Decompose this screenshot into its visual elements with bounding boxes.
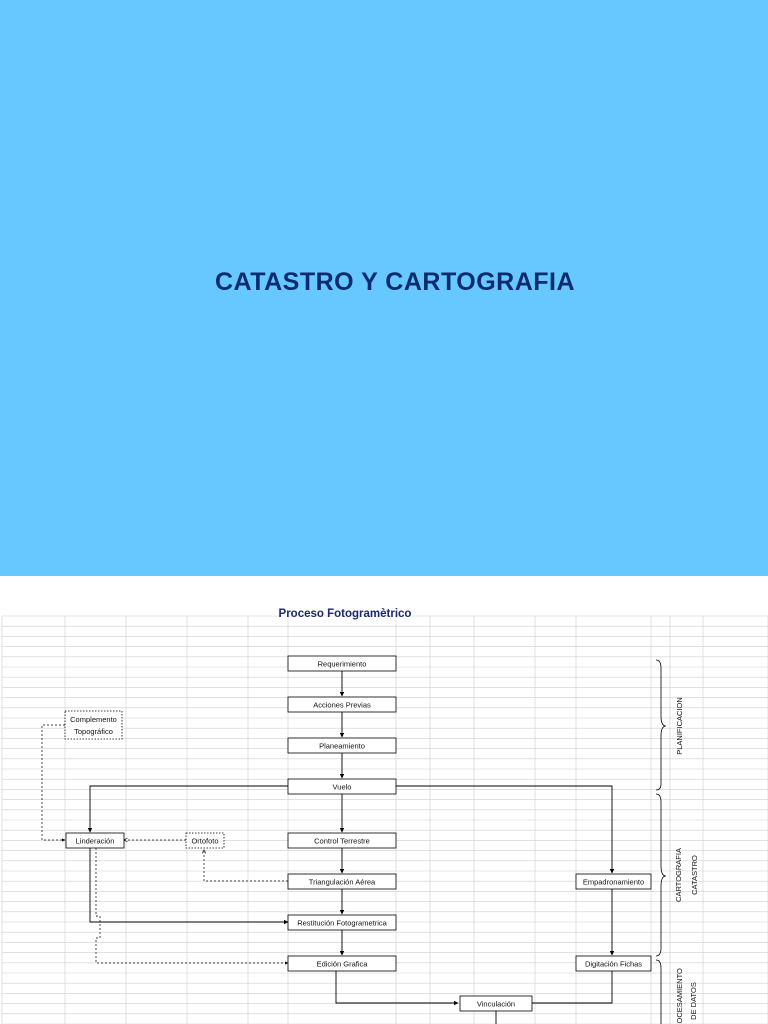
- phase-planificacion: PLANIFICACION: [675, 697, 684, 755]
- phase-braces: [655, 659, 667, 1024]
- node-empadronamiento-label: Empadronamiento: [583, 878, 644, 887]
- node-acciones-previas-label: Acciones Previas: [313, 701, 371, 710]
- node-ortofoto-label: Ortofoto: [191, 837, 218, 846]
- spreadsheet-grid: [1, 615, 768, 1024]
- node-triangulacion-aerea-label: Triangulación Aérea: [309, 878, 376, 887]
- node-planeamiento-label: Planeamiento: [319, 742, 365, 751]
- node-vuelo: Vuelo: [287, 778, 397, 795]
- node-vinculacion: Vinculación: [459, 995, 533, 1012]
- phase-de-datos: DE DATOS: [689, 982, 698, 1020]
- edge-linder-restit: [89, 848, 289, 925]
- node-linderacion-label: Linderación: [76, 837, 115, 846]
- diagram-slide: Requerimiento Acciones Previas Planeamie…: [0, 576, 768, 1024]
- edge-vuelo-linderacion: [87, 785, 288, 833]
- edge-triang-ortofoto: [204, 850, 288, 882]
- edge-linder-edicion: [95, 848, 289, 965]
- node-control-terrestre-label: Control Terrestre: [314, 837, 370, 846]
- diagram-title: Proceso Fotogramètrico: [278, 608, 412, 620]
- node-triangulacion-aerea: Triangulación Aérea: [287, 873, 397, 890]
- dotted-connectors: [41, 724, 289, 965]
- brace-planificacion: [655, 659, 667, 791]
- brace-procesamiento: [655, 959, 662, 1024]
- node-complemento-topografico: Complemento Topográfico: [64, 710, 123, 740]
- edge-digit-vinc: [519, 971, 613, 1006]
- edge-edicion-vinc: [335, 971, 459, 1006]
- node-vinculacion-label: Vinculación: [477, 1000, 515, 1009]
- process-diagram: Requerimiento Acciones Previas Planeamie…: [1, 615, 768, 1024]
- node-requerimiento-label: Requerimiento: [318, 660, 367, 669]
- connectors: [87, 671, 615, 1024]
- phase-catastro: CATASTRO: [690, 855, 699, 895]
- node-edicion-grafica-label: Edición Grafica: [317, 960, 369, 969]
- node-restitucion-label: Restitución Fotogrametrica: [297, 919, 387, 928]
- node-control-terrestre: Control Terrestre: [287, 832, 397, 849]
- node-acciones-previas: Acciones Previas: [287, 696, 397, 713]
- node-empadronamiento: Empadronamiento: [575, 873, 652, 890]
- node-ortofoto: Ortofoto: [185, 832, 225, 849]
- node-linderacion: Linderación: [65, 832, 125, 849]
- edge-complemento-linder: [41, 724, 66, 842]
- phase-cartografia: CARTOGRAFIA: [674, 848, 683, 902]
- title-slide: CATASTRO Y CARTOGRAFIA: [0, 0, 768, 576]
- phase-procesamiento: PROCESAMIENTO: [675, 968, 684, 1024]
- edge-vuelo-empadronamiento: [396, 785, 615, 874]
- node-planeamiento: Planeamiento: [287, 737, 397, 754]
- slide-title: CATASTRO Y CARTOGRAFIA: [214, 268, 576, 296]
- node-complemento-label-2: Topográfico: [74, 727, 113, 736]
- node-requerimiento: Requerimiento: [287, 655, 397, 672]
- node-complemento-label-1: Complemento: [70, 715, 117, 724]
- node-edicion-grafica: Edición Grafica: [287, 955, 397, 972]
- brace-cartografia-catastro: [655, 793, 667, 957]
- node-restitucion: Restitución Fotogrametrica: [287, 914, 397, 931]
- node-vuelo-label: Vuelo: [333, 783, 352, 792]
- node-digitacion-fichas: Digitación Fichas: [575, 955, 652, 972]
- node-digitacion-fichas-label: Digitación Fichas: [585, 960, 642, 969]
